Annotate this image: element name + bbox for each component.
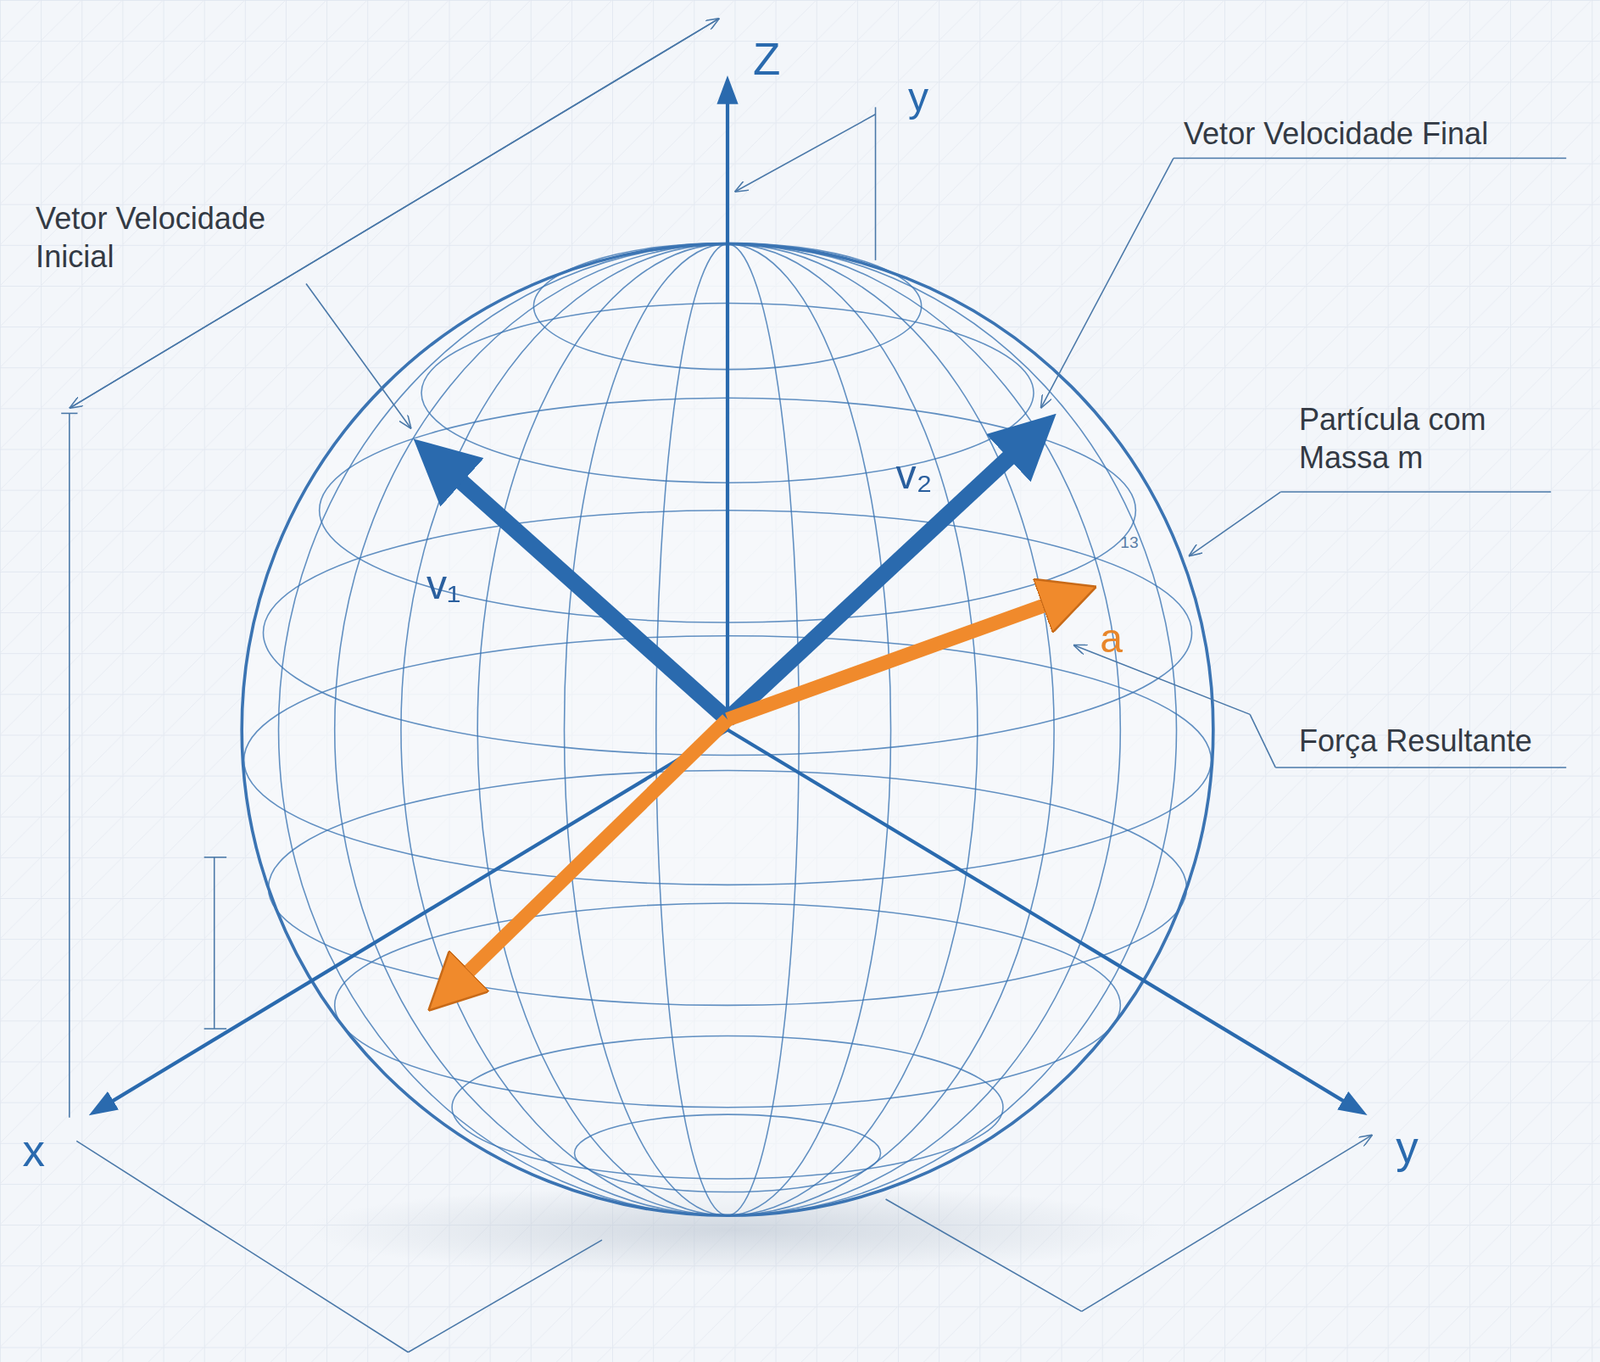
- axis-label: y: [908, 71, 929, 123]
- vector-label: a: [1099, 612, 1123, 664]
- callout-text: Vetor Velocidade Inicial: [35, 199, 322, 276]
- axis-label: Z: [752, 30, 781, 87]
- axis-label: y: [1395, 1118, 1418, 1175]
- axis-label: x: [22, 1122, 45, 1179]
- callout-text: Força Resultante: [1298, 721, 1575, 760]
- callout-text: Vetor Velocidade Final: [1183, 114, 1572, 153]
- small-number: 13: [1120, 532, 1138, 553]
- vector-label: v₂: [896, 448, 933, 500]
- callout-text: Partícula com Massa m: [1298, 400, 1545, 477]
- vector-label: v₁: [426, 558, 461, 610]
